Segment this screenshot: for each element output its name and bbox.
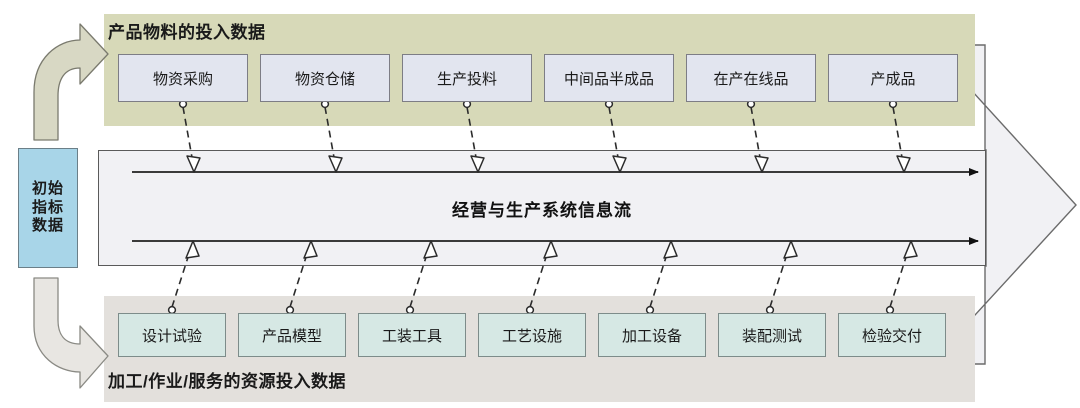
bottom-node-label: 装配测试 [741,327,802,345]
initial-box-line-1: 初始 [31,179,64,197]
top-node-3[interactable]: 生产投料 [402,54,532,102]
top-node-label: 物资采购 [152,70,213,88]
top-node-label: 生产投料 [436,70,497,88]
bottom-node-label: 工装工具 [381,327,442,345]
top-band-title: 产品物料的投入数据 [108,23,266,42]
center-info-flow-title: 经营与生产系统信息流 [452,201,632,220]
initial-box-line-2: 指标 [31,198,64,216]
bottom-node-5[interactable]: 加工设备 [598,313,706,357]
bottom-node-label: 产品模型 [261,327,322,345]
bottom-node-label: 检验交付 [861,327,922,345]
bottom-node-1[interactable]: 设计试验 [118,313,226,357]
curved-arrow-down-icon [33,277,109,389]
top-node-label: 在产在线品 [713,70,789,88]
bottom-node-2[interactable]: 产品模型 [238,313,346,357]
top-node-2[interactable]: 物资仓储 [260,54,390,102]
top-node-label: 物资仓储 [294,70,355,88]
top-node-1[interactable]: 物资采购 [118,54,248,102]
bottom-node-label: 工艺设施 [501,327,562,345]
top-node-4[interactable]: 中间品半成品 [544,54,674,102]
top-node-label: 中间品半成品 [563,70,654,88]
bottom-node-3[interactable]: 工装工具 [358,313,466,357]
bottom-band-title: 加工/作业/服务的资源投入数据 [108,372,346,391]
initial-box-line-3: 数据 [31,217,64,235]
top-node-label: 产成品 [870,70,916,88]
initial-indicator-data-box[interactable]: 初始 指标 数据 [18,148,78,268]
bottom-node-7[interactable]: 检验交付 [838,313,946,357]
bottom-node-6[interactable]: 装配测试 [718,313,826,357]
bottom-node-label: 设计试验 [141,327,202,345]
curved-arrow-up-icon [33,23,109,141]
bottom-node-4[interactable]: 工艺设施 [478,313,586,357]
bottom-node-label: 加工设备 [621,327,682,345]
top-node-5[interactable]: 在产在线品 [686,54,816,102]
top-node-6[interactable]: 产成品 [828,54,958,102]
